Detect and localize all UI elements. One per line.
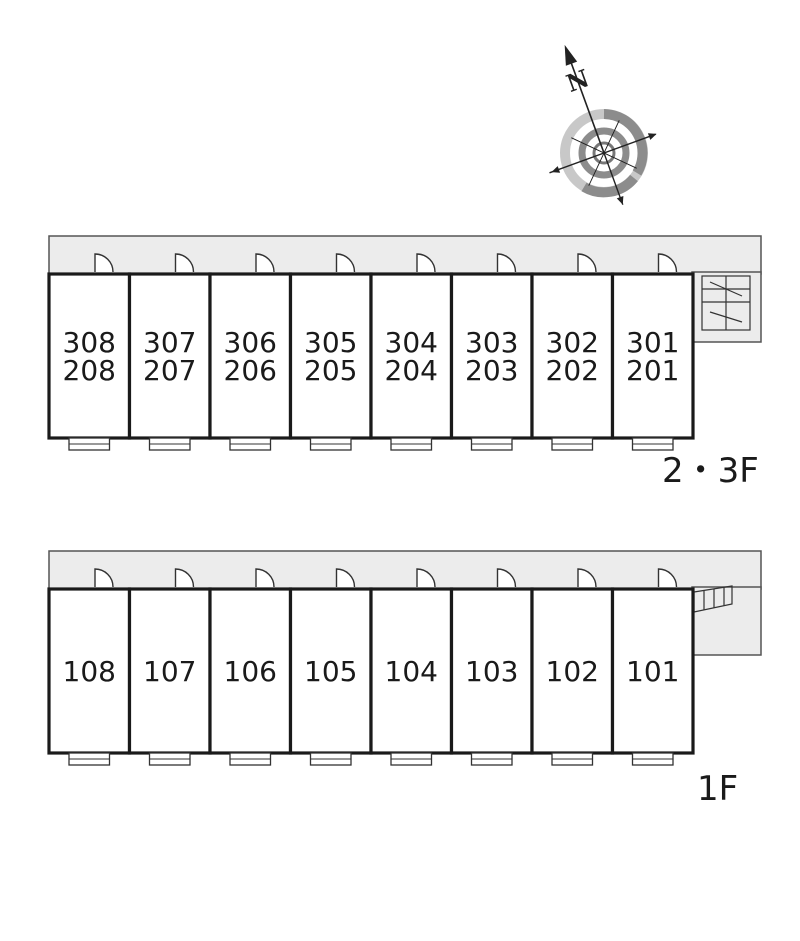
door-swing-icon (416, 568, 436, 588)
door-swing-icon (94, 253, 114, 273)
compass-ray (603, 120, 620, 154)
unit-outline (610, 587, 695, 755)
unit-number-label: 107 (143, 655, 196, 688)
upper-floor-block: 3082083072073062063052053042043032033022… (47, 235, 762, 491)
unit-number-label: 208 (63, 354, 116, 387)
upper-corridor (48, 235, 762, 275)
unit-outline (530, 272, 615, 440)
unit-outline (127, 587, 212, 755)
door-swing-icon (174, 253, 195, 273)
lower-unit-101: 101 (610, 568, 695, 766)
compass-inner-ring (578, 127, 630, 179)
lower-floor-block: 108 107 106 105 104 103 102 101 1F (47, 550, 762, 809)
compass-north-label: N (562, 63, 593, 98)
unit-number-label: 301 (626, 326, 679, 359)
compass-arrowhead-icon (551, 166, 561, 173)
door-swing-icon (335, 568, 356, 588)
door-swing-icon (255, 253, 275, 273)
lower-unit-103: 103 (449, 568, 534, 766)
door-swing-icon (577, 253, 597, 273)
lower-unit-102: 102 (530, 568, 615, 766)
unit-number-label: 203 (465, 354, 518, 387)
unit-number-label: 108 (63, 655, 116, 688)
compass-center-ring (592, 141, 616, 165)
unit-number-label: 302 (546, 326, 599, 359)
unit-number-label: 308 (63, 326, 116, 359)
compass-ray (567, 54, 605, 154)
door-swing-icon (496, 253, 517, 273)
compass-ray (571, 137, 605, 154)
unit-outline (530, 587, 615, 755)
unit-number-label: 207 (143, 354, 196, 387)
unit-number-label: 202 (546, 354, 599, 387)
door-swing-icon (657, 568, 678, 588)
unit-number-label: 205 (304, 354, 357, 387)
unit-number-label: 305 (304, 326, 357, 359)
unit-number-label: 204 (385, 354, 438, 387)
lower-unit-105: 105 (288, 568, 373, 766)
unit-number-label: 201 (626, 354, 679, 387)
compass-ray (603, 152, 624, 205)
door-swing-icon (577, 568, 597, 588)
door-swing-icon (657, 253, 678, 273)
floor-label-1f: 1F (697, 769, 738, 809)
unit-number-label: 105 (304, 655, 357, 688)
lower-unit-107: 107 (127, 568, 212, 766)
unit-number-label: 103 (465, 655, 518, 688)
unit-number-label: 102 (546, 655, 599, 688)
unit-outline (369, 587, 454, 755)
unit-number-label: 104 (385, 655, 438, 688)
door-swing-icon (335, 253, 356, 273)
compass-ray (588, 152, 605, 186)
floor-label-2-3f: 2・3F (662, 451, 759, 491)
door-swing-icon (94, 568, 114, 588)
compass-arrowhead-icon (647, 133, 657, 140)
lower-unit-104: 104 (369, 568, 454, 766)
lower-corridor (48, 550, 762, 590)
unit-number-label: 303 (465, 326, 518, 359)
door-swing-icon (496, 568, 517, 588)
compass-ring-arc (581, 174, 638, 198)
unit-outline (47, 272, 132, 440)
unit-number-label: 306 (224, 326, 277, 359)
lower-unit-108: 108 (47, 568, 132, 766)
north-arrow-icon (564, 44, 578, 66)
compass-ray (603, 152, 637, 169)
unit-number-label: 206 (224, 354, 277, 387)
unit-number-label: 304 (385, 326, 438, 359)
door-swing-icon (416, 253, 436, 273)
lower-stair-landing (691, 586, 762, 656)
compass-ring-arc (603, 109, 648, 176)
compass-ray (603, 133, 656, 154)
upper-stair-icon (701, 275, 751, 331)
unit-number-label: 106 (224, 655, 277, 688)
unit-number-label: 101 (626, 655, 679, 688)
lower-unit-106: 106 (208, 568, 293, 766)
compass-icon: N (549, 44, 657, 205)
door-swing-icon (255, 568, 275, 588)
unit-outline (208, 587, 293, 755)
unit-outline (288, 272, 373, 440)
compass-arrowhead-icon (616, 195, 624, 205)
door-swing-icon (174, 568, 195, 588)
unit-number-label: 307 (143, 326, 196, 359)
